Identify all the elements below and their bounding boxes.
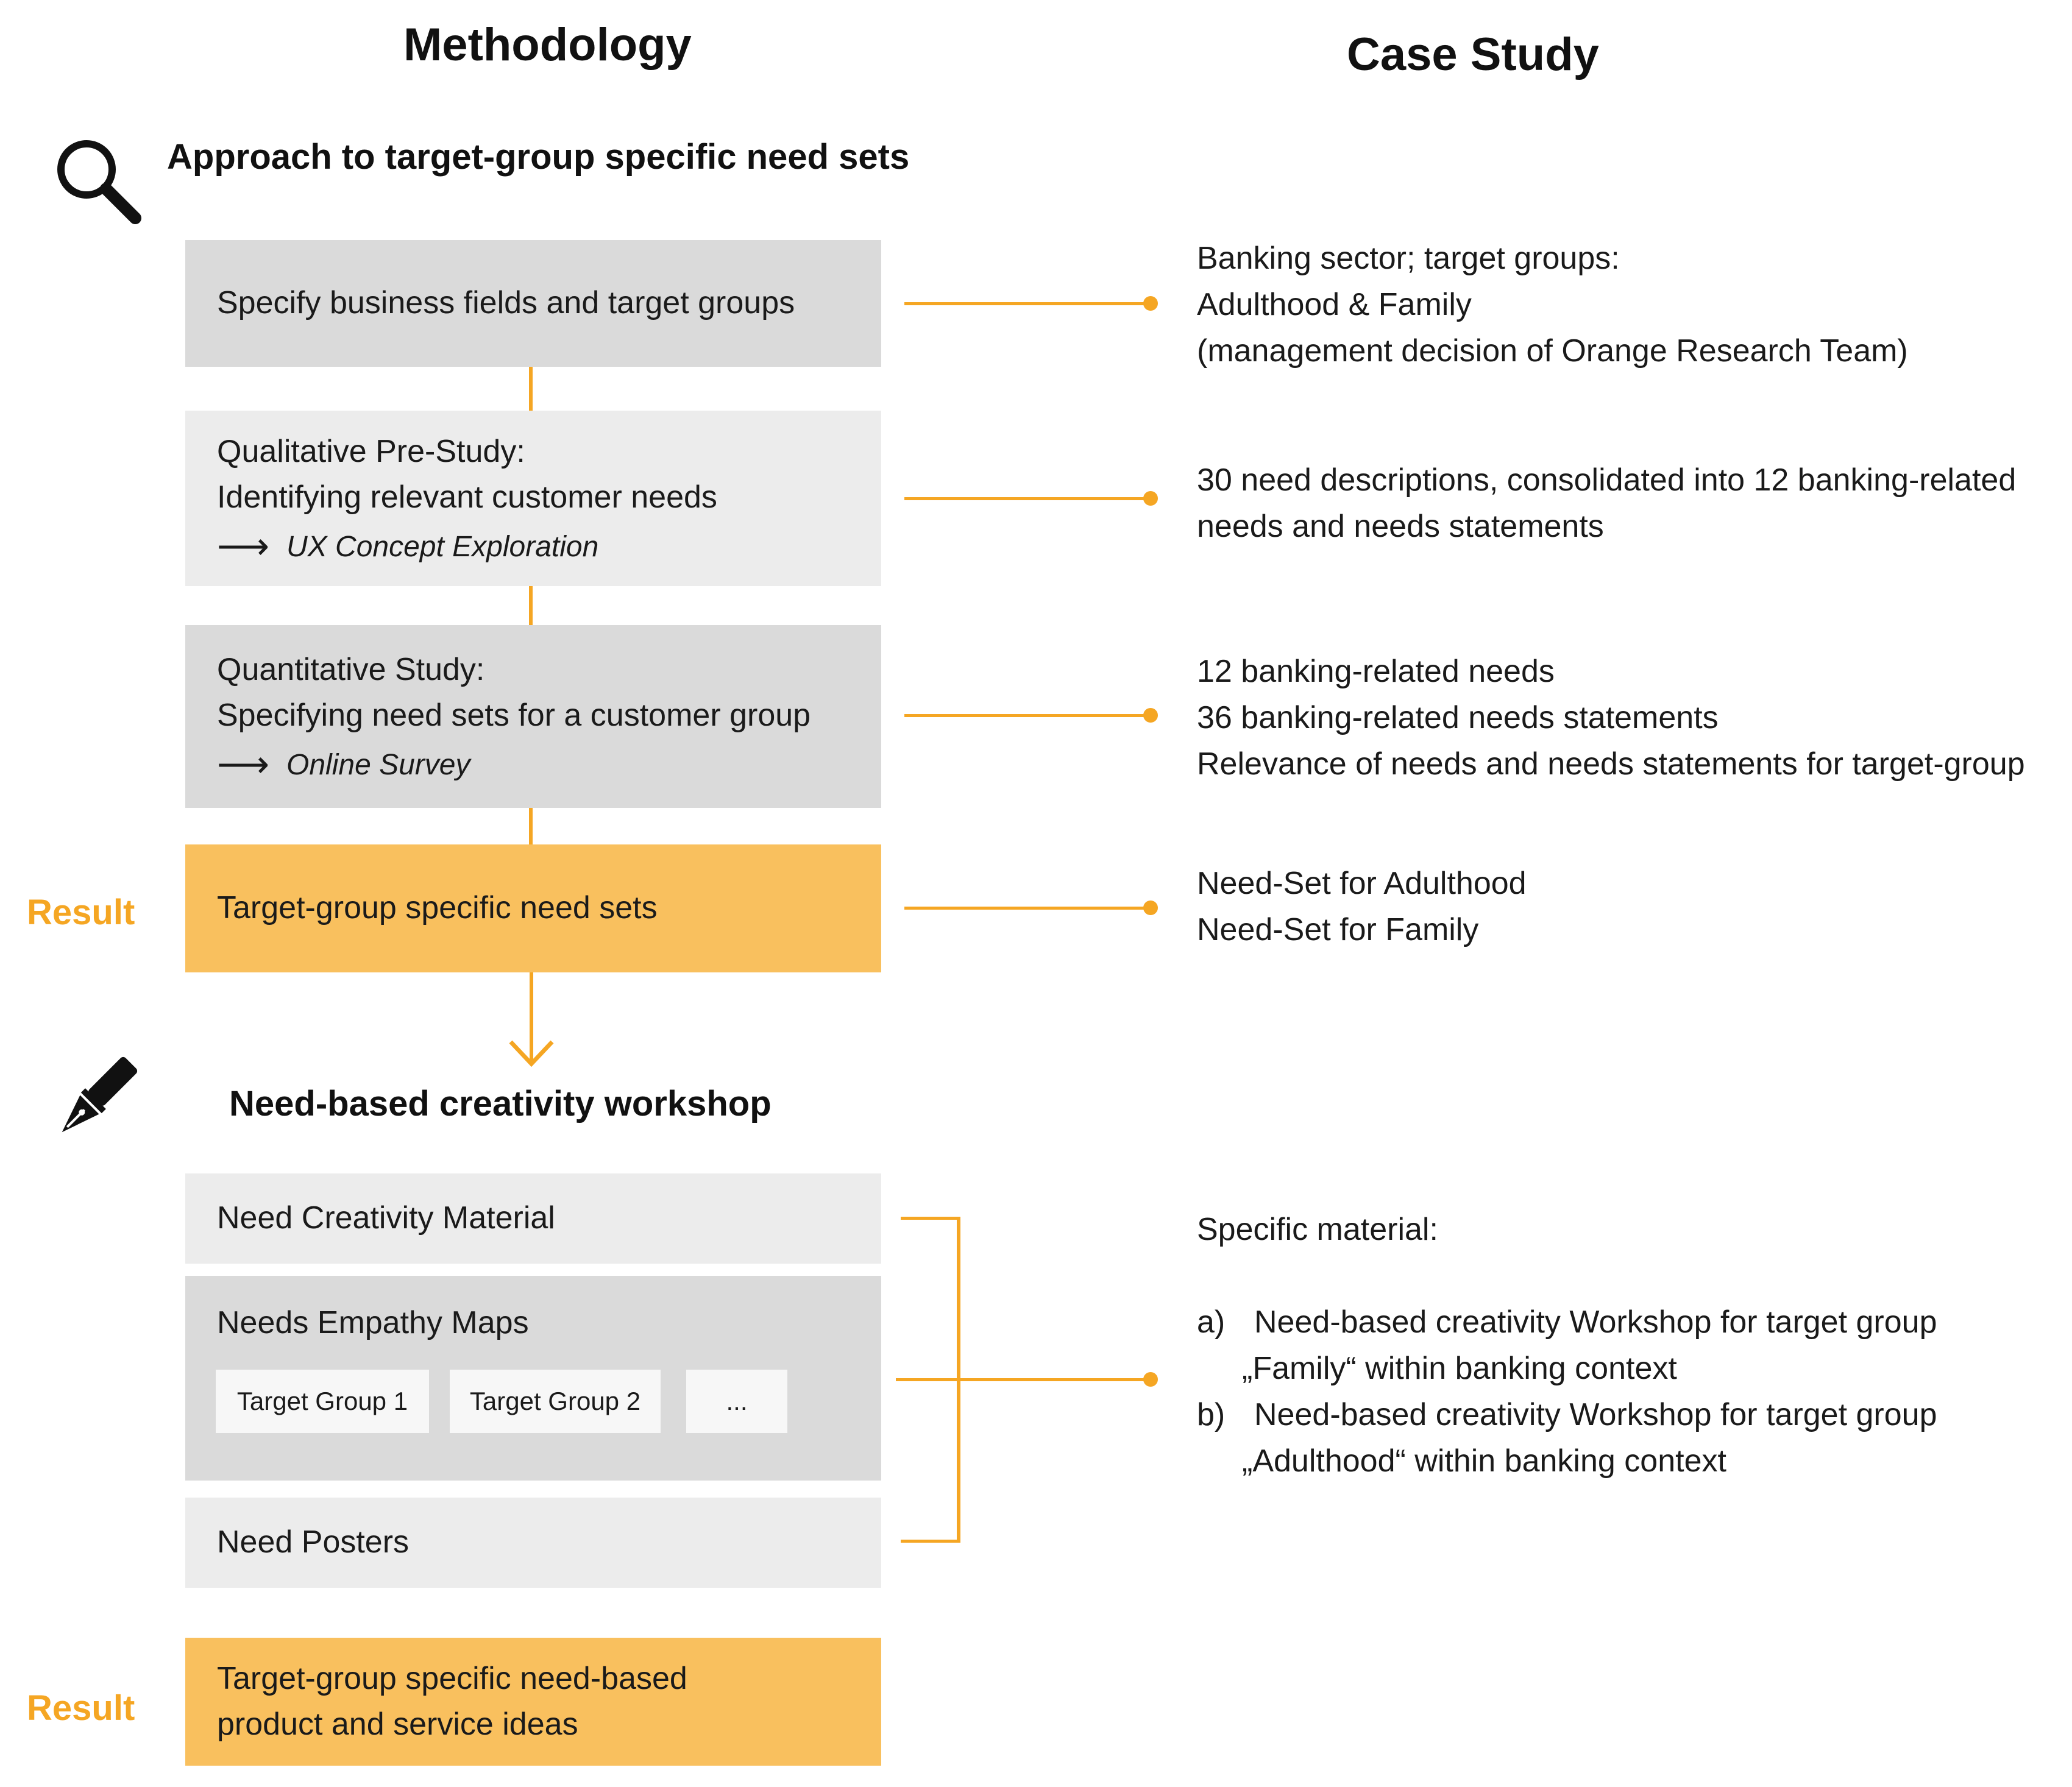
case-study-2-line-2: needs and needs statements — [1197, 509, 1604, 544]
step-2-method-label: UX Concept Exploration — [286, 530, 599, 563]
down-arrow-icon — [509, 972, 554, 1067]
step-3-line-2: Specifying need sets for a customer grou… — [217, 698, 811, 734]
case-connector-2-dot — [1143, 491, 1158, 506]
step-specify-business-fields: Specify business fields and target group… — [185, 240, 881, 367]
need-creativity-material-box: Need Creativity Material — [185, 1173, 881, 1264]
step-connector-1 — [529, 367, 533, 411]
case-study-3-line-2: 36 banking-related needs statements — [1197, 700, 1719, 735]
result-1-label: Result — [27, 893, 135, 932]
step-3-line-1: Quantitative Study: — [217, 651, 485, 687]
need-posters-label: Need Posters — [217, 1524, 410, 1560]
result-1-text: Target-group specific need sets — [217, 890, 658, 926]
item-a-line-2: „Family“ within banking context — [1242, 1351, 1677, 1386]
case-study-header: Case Study — [1347, 29, 1599, 80]
right-arrow-icon: ⟶ — [217, 526, 270, 567]
case-study-1-line-3: (management decision of Orange Research … — [1197, 333, 1908, 369]
needs-empathy-maps-label: Needs Empathy Maps — [217, 1305, 529, 1340]
workshop-case-study: Specific material: a) Need-based creativ… — [1197, 1206, 1937, 1484]
bracket-middle — [896, 1378, 1151, 1381]
case-connector-4-dot — [1143, 901, 1158, 915]
case-connector-1-dot — [1143, 296, 1158, 311]
result-need-sets-box: Target-group specific need sets — [185, 844, 881, 972]
step-2-method: ⟶ UX Concept Exploration — [217, 526, 881, 568]
section-workshop-title: Need-based creativity workshop — [229, 1084, 772, 1124]
step-2-line-1: Qualitative Pre-Study: — [217, 433, 525, 469]
fountain-pen-icon — [62, 1056, 138, 1133]
item-b-line-1: Need-based creativity Workshop for targe… — [1254, 1397, 1937, 1432]
case-study-4: Need-Set for Adulthood Need-Set for Fami… — [1197, 860, 1527, 953]
bracket-bottom — [901, 1540, 960, 1543]
case-study-1-line-2: Adulthood & Family — [1197, 287, 1472, 322]
case-connector-2 — [904, 497, 1151, 500]
result-2-line-2: product and service ideas — [217, 1707, 578, 1742]
case-connector-4 — [904, 907, 1151, 910]
step-2-line-2: Identifying relevant customer needs — [217, 479, 717, 515]
workshop-case-title: Specific material: — [1197, 1212, 1438, 1247]
case-study-3-line-1: 12 banking-related needs — [1197, 654, 1555, 689]
need-creativity-material-label: Need Creativity Material — [217, 1200, 555, 1236]
item-b-line-2: „Adulthood“ within banking context — [1242, 1443, 1726, 1479]
workshop-case-item-a: a) Need-based creativity Workshop for ta… — [1197, 1299, 1937, 1345]
case-connector-3 — [904, 714, 1151, 717]
case-study-3: 12 banking-related needs 36 banking-rela… — [1197, 648, 2025, 787]
step-3-method-label: Online Survey — [286, 748, 470, 781]
case-study-4-line-2: Need-Set for Family — [1197, 912, 1479, 947]
item-b-marker: b) — [1197, 1397, 1226, 1432]
case-study-4-line-1: Need-Set for Adulthood — [1197, 866, 1527, 901]
case-connector-1 — [904, 302, 1151, 305]
more-target-groups-chip: ... — [686, 1370, 787, 1433]
need-posters-box: Need Posters — [185, 1498, 881, 1588]
item-a-line-1: Need-based creativity Workshop for targe… — [1254, 1304, 1937, 1340]
bracket-dot — [1143, 1372, 1158, 1387]
workshop-case-item-b: b) Need-based creativity Workshop for ta… — [1197, 1392, 1937, 1438]
step-1-text: Specify business fields and target group… — [217, 285, 795, 321]
result-2-label: Result — [27, 1688, 135, 1728]
case-connector-3-dot — [1143, 708, 1158, 723]
result-product-ideas-box: Target-group specific need-based product… — [185, 1638, 881, 1766]
bracket-top — [901, 1217, 959, 1220]
case-study-2: 30 need descriptions, consolidated into … — [1197, 457, 2016, 550]
step-connector-3 — [529, 805, 533, 844]
case-study-1: Banking sector; target groups: Adulthood… — [1197, 235, 1908, 374]
case-study-3-line-3: Relevance of needs and needs statements … — [1197, 746, 2025, 782]
magnifier-icon — [57, 140, 141, 224]
step-connector-2 — [529, 586, 533, 625]
methodology-header: Methodology — [403, 19, 692, 71]
step-quantitative-study: Quantitative Study: Specifying need sets… — [185, 625, 881, 808]
target-group-2-chip: Target Group 2 — [450, 1370, 661, 1433]
section-approach-title: Approach to target-group specific need s… — [167, 137, 910, 177]
step-3-method: ⟶ Online Survey — [217, 744, 881, 787]
case-study-2-line-1: 30 need descriptions, consolidated into … — [1197, 462, 2017, 498]
item-a-marker: a) — [1197, 1304, 1226, 1340]
step-qualitative-pre-study: Qualitative Pre-Study: Identifying relev… — [185, 411, 881, 586]
case-study-1-line-1: Banking sector; target groups: — [1197, 241, 1620, 276]
target-group-1-chip: Target Group 1 — [216, 1370, 429, 1433]
right-arrow-icon: ⟶ — [217, 744, 270, 785]
result-2-line-1: Target-group specific need-based — [217, 1660, 687, 1696]
